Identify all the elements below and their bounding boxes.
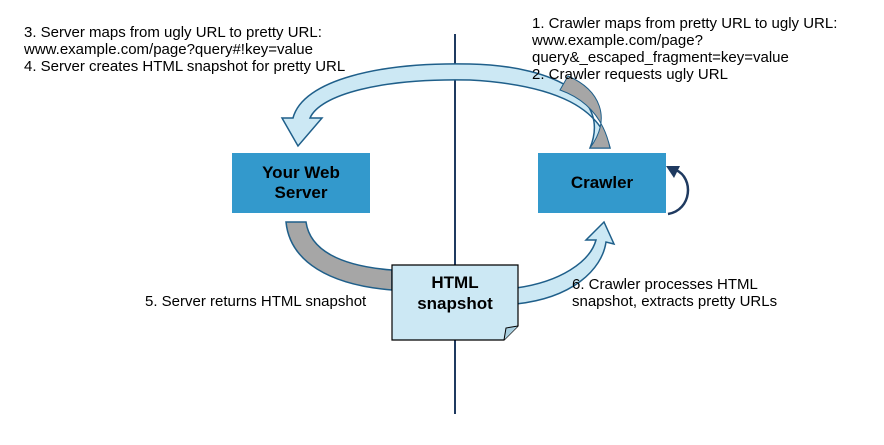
crawler-processes-note: 6. Crawler processes HTML snapshot, extr… [572,276,777,310]
server-step-4: 4. Server creates HTML snapshot for pret… [24,58,346,75]
snapshot-label-line1: HTML [431,273,479,292]
web-server-label-line2: Server [274,183,328,202]
crawler-label: Crawler [570,173,634,192]
server-returns-note: 5. Server returns HTML snapshot [145,293,366,310]
return-arrow [285,221,393,291]
crawler-steps-note: 1. Crawler maps from pretty URL to ugly … [532,15,837,83]
pretty-url-example: www.example.com/page?query#!key=value [24,41,313,58]
server-step-5: 5. Server returns HTML snapshot [145,293,367,310]
snapshot-label: HTML snapshot [391,272,519,314]
ugly-url-example-2: query&_escaped_fragment=key=value [532,49,789,66]
crawler-box: Crawler [538,153,666,213]
crawler-loop-arrowhead [666,166,680,178]
crawler-loop-arrow [667,168,690,216]
server-steps-note: 3. Server maps from ugly URL to pretty U… [24,24,345,75]
web-server-label-line1: Your Web [262,163,340,182]
crawler-step-6-line2: snapshot, extracts pretty URLs [572,293,778,310]
snapshot-label-line2: snapshot [417,294,493,313]
process-arrow [515,220,616,305]
crawler-step-2: 2. Crawler requests ugly URL [532,66,728,83]
crawler-step-6-line1: 6. Crawler processes HTML [572,276,758,293]
request-arrow [280,63,611,149]
web-server-box: Your Web Server [232,153,370,213]
request-arrow-shade [559,75,611,149]
snapshot-fold [503,325,519,341]
ugly-url-example-1: www.example.com/page? [532,32,703,49]
crawler-step-1: 1. Crawler maps from pretty URL to ugly … [532,15,838,32]
server-step-3: 3. Server maps from ugly URL to pretty U… [24,24,322,41]
